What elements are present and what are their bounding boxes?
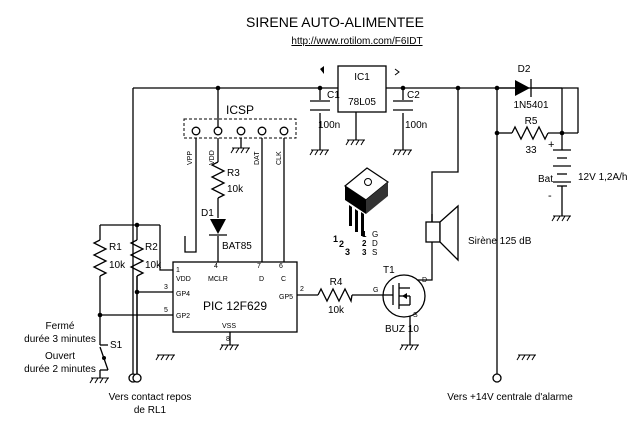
icsp-pin-clk: CLK: [276, 151, 283, 165]
pic-pinnum-mclr: 4: [214, 263, 218, 270]
pic-pinnum-gp4: 3: [164, 284, 168, 291]
pic-pin-d: D: [259, 276, 264, 283]
alarm-note: Vers +14V centrale d'alarme: [447, 392, 573, 403]
c1-capacitor: C1 100n: [310, 90, 340, 131]
pinout-1-g: G: [372, 230, 378, 239]
url: http://www.rotilom.com/F6IDT: [291, 36, 422, 47]
r1-value: 10k: [109, 260, 126, 271]
r2-value: 10k: [145, 260, 162, 271]
pinout-3-s: S: [372, 248, 377, 257]
pinout-2-d: D: [372, 239, 378, 248]
d2-part: 1N5401: [513, 100, 548, 111]
icsp-pin-vpp: VPP: [187, 151, 194, 165]
r2-resistor: R2 10k: [129, 239, 162, 277]
pic-pinnum-gp2: 5: [164, 307, 168, 314]
r3-resistor: R3 10k: [210, 161, 244, 199]
r1-ref: R1: [109, 242, 122, 253]
pic-pin-gp4: GP4: [176, 291, 190, 298]
pic-pinnum-vdd: 1: [176, 267, 180, 274]
r3-value: 10k: [227, 184, 244, 195]
pinout-n2: 2: [339, 239, 344, 249]
pic-pin-vss: VSS: [222, 323, 236, 330]
pic-microcontroller: PIC 12F629 VDD MCLR D C GP4 GP2 GP5 VSS …: [164, 261, 304, 343]
d1-part: BAT85: [222, 241, 252, 252]
pic-pin-gp5: GP5: [279, 294, 293, 301]
c2-ref: C2: [407, 90, 420, 101]
relay-note-line2: de RL1: [134, 405, 167, 416]
r1-resistor: R1 10k: [92, 239, 126, 277]
battery-minus: -: [548, 190, 552, 202]
s1-closed: Fermé: [46, 321, 75, 332]
terminals: [128, 373, 502, 383]
r5-resistor: R5 33: [511, 116, 549, 156]
title: SIRENE AUTO-ALIMENTEE: [246, 14, 424, 30]
ic1-regulator: IC1 78L05: [320, 65, 400, 113]
ic1-part: 78L05: [348, 97, 376, 108]
icsp-connector: ICSP VPP VDD DAT CLK: [183, 103, 297, 165]
s1-open-time: durée 2 minutes: [24, 364, 96, 375]
t1-drain-label: D: [422, 277, 427, 284]
battery-spec: 12V 1,2A/h: [578, 172, 627, 183]
pic-name: PIC 12F629: [203, 299, 267, 313]
battery-label: Bat: [538, 174, 553, 185]
c1-ref: C1: [327, 90, 340, 101]
r3-ref: R3: [227, 168, 240, 179]
t1-source-label: S: [413, 312, 418, 319]
pic-pin-gp2: GP2: [176, 313, 190, 320]
pinout-3-num: 3: [362, 248, 367, 257]
pic-pinnum-vss: 8: [226, 336, 230, 343]
t1-ref: T1: [383, 265, 395, 276]
pinout-1-num: 1: [362, 230, 367, 239]
s1-open: Ouvert: [45, 351, 75, 362]
r4-value: 10k: [328, 305, 345, 316]
pic-pinnum-d: 7: [257, 263, 261, 270]
d1-diode: D1 BAT85: [201, 208, 252, 252]
r4-resistor: R4 10k: [317, 277, 353, 316]
s1-ref: S1: [110, 340, 123, 351]
d1-ref: D1: [201, 208, 214, 219]
r2-ref: R2: [145, 242, 158, 253]
pinout-n1: 1: [333, 234, 338, 244]
pic-pinnum-c: 6: [279, 263, 283, 270]
c2-value: 100n: [405, 120, 427, 131]
r5-value: 33: [525, 145, 537, 156]
icsp-label: ICSP: [226, 103, 254, 117]
to220-package-icon: 1 2 3 1 G 2 D 3 S: [333, 167, 390, 257]
icsp-pin-dat: DAT: [254, 151, 261, 165]
battery: + - Bat 12V 1,2A/h: [538, 139, 627, 202]
r5-ref: R5: [525, 116, 538, 127]
pic-pinnum-gp5: 2: [300, 286, 304, 293]
icsp-pin-vdd: VDD: [209, 150, 216, 165]
t1-gate-label: G: [373, 287, 378, 294]
d2-ref: D2: [518, 64, 531, 75]
r4-ref: R4: [330, 277, 343, 288]
pinout-n3: 3: [345, 247, 350, 257]
battery-plus: +: [548, 139, 554, 151]
pic-pin-vdd: VDD: [176, 276, 191, 283]
wires: [99, 87, 579, 378]
t1-part: BUZ 10: [385, 324, 419, 335]
s1-closed-time: durée 3 minutes: [24, 334, 96, 345]
siren-label: Sirène 125 dB: [468, 236, 532, 247]
pic-pin-mclr: MCLR: [208, 276, 228, 283]
pic-pin-c: C: [281, 276, 286, 283]
c2-capacitor: C2 100n: [393, 90, 427, 131]
t1-mosfet: T1 BUZ 10 G S D: [373, 265, 427, 335]
c1-value: 100n: [318, 120, 340, 131]
pinout-2-num: 2: [362, 239, 367, 248]
siren-speaker: Sirène 125 dB: [425, 204, 532, 262]
ground-symbols: [89, 139, 571, 384]
relay-note-line1: Vers contact repos: [109, 392, 192, 403]
s1-switch: S1 Fermé durée 3 minutes Ouvert durée 2 …: [24, 321, 123, 375]
ic1-ref: IC1: [354, 72, 370, 83]
